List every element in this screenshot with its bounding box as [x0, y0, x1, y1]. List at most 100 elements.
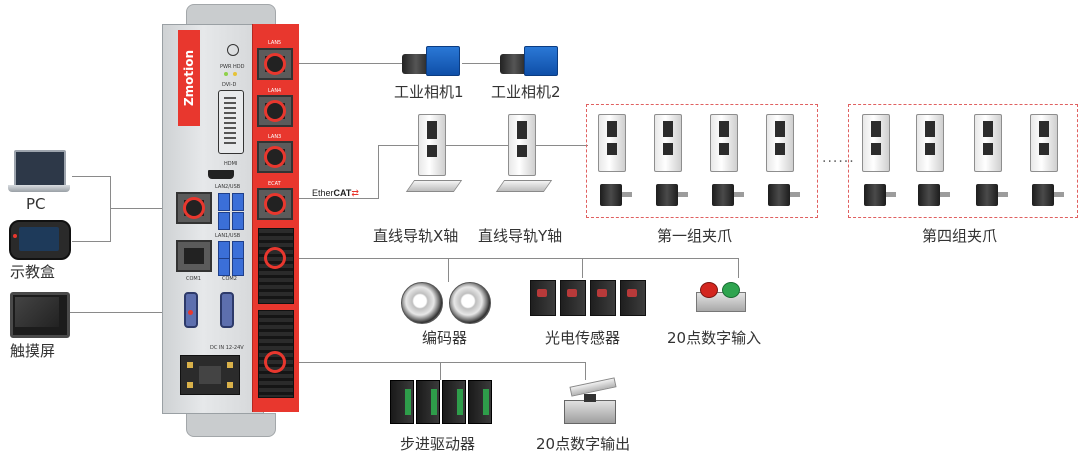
encoder-label: 编码器 [422, 329, 468, 347]
photo-sensor-label: 光电传感器 [545, 329, 621, 347]
usb-port-4 [232, 212, 244, 230]
group4-drive-3 [974, 114, 1002, 172]
group4-drive-4 [1030, 114, 1058, 172]
group1-drive-4 [766, 114, 794, 172]
encoder-icon-1 [401, 282, 443, 324]
com2-port [220, 292, 234, 328]
line-io1 [296, 258, 739, 259]
photo-sensor-icon-1 [530, 280, 556, 316]
power-terminal [180, 355, 240, 395]
ecat-highlight-ring [264, 193, 286, 215]
photo-sensor-icon-3 [590, 280, 616, 316]
lan4-text: LAN4 [268, 88, 282, 94]
group4-drive-2 [916, 114, 944, 172]
group1-motor-4 [768, 182, 802, 208]
usb-port-8 [232, 258, 244, 276]
line-left-to-lan2 [110, 208, 182, 209]
line-lan5-cameras [282, 63, 404, 64]
stepper-drive-icon-1 [390, 380, 414, 424]
com1-text: COM1 [186, 276, 201, 282]
io1-highlight-ring [264, 247, 286, 269]
group1-drive-1 [598, 114, 626, 172]
lan2usb-text: LAN2/USB [215, 184, 241, 190]
camera1-label: 工业相机1 [394, 83, 464, 101]
group1-drive-2 [654, 114, 682, 172]
encoder-icon-2 [449, 282, 491, 324]
usb-port-7 [218, 258, 230, 276]
line-left-vertical [110, 176, 111, 242]
bottom-mount-bracket [186, 413, 276, 437]
pwr-led [224, 72, 228, 76]
hdmi-text: HDMI [224, 161, 238, 167]
lan5-text: LAN5 [268, 40, 282, 46]
line-io2 [296, 362, 586, 363]
teach-pendant-icon [9, 220, 71, 260]
stepper-drive-icon-4 [468, 380, 492, 424]
lan1usb-text: LAN1/USB [215, 233, 241, 239]
digital-output-label: 20点数字输出 [536, 435, 631, 453]
group1-label: 第一组夹爪 [657, 227, 733, 245]
industrial-camera-1-icon [402, 42, 462, 78]
usb-port-1 [218, 193, 230, 211]
line-io1-sensor [582, 258, 583, 278]
group4-drive-1 [862, 114, 890, 172]
hdd-led [233, 72, 237, 76]
group4-motor-4 [1032, 182, 1066, 208]
gripper-group-1-box [586, 104, 818, 218]
group4-label: 第四组夹爪 [922, 227, 998, 245]
stepper-drive-icon-2 [416, 380, 440, 424]
industrial-camera-2-icon [500, 42, 560, 78]
lan1-port [176, 240, 212, 272]
lan5-highlight-ring [264, 53, 286, 75]
group1-drive-3 [710, 114, 738, 172]
ethercat-logo: EtherCAT⇄ [312, 188, 359, 198]
photo-sensor-icon-4 [620, 280, 646, 316]
line-ecat-2 [378, 145, 379, 199]
line-io1-button [738, 258, 739, 278]
line-ecat-bus [378, 145, 588, 146]
power-button-icon [227, 44, 239, 56]
photo-sensor-icon-2 [560, 280, 586, 316]
dcin-text: DC IN 12-24V [210, 345, 244, 351]
line-touchscreen [66, 312, 190, 313]
pwr-hdd-text: PWR HDD [220, 64, 245, 70]
line-pc [72, 176, 110, 177]
push-button-icon [694, 278, 746, 318]
lan4-highlight-ring [264, 100, 286, 122]
group1-motor-2 [656, 182, 690, 208]
dvi-text: DVI-D [222, 82, 237, 88]
rail-y-label: 直线导轨Y轴 [478, 227, 563, 245]
ellipsis: ...... [822, 150, 855, 166]
pc-label: PC [26, 195, 46, 213]
group4-motor-1 [864, 182, 898, 208]
line-io2-stepper [440, 362, 441, 380]
digital-input-label: 20点数字输入 [667, 329, 762, 347]
pc-laptop-icon [8, 150, 70, 194]
usb-port-6 [232, 241, 244, 259]
usb-port-3 [218, 212, 230, 230]
line-io2-valve [585, 362, 586, 380]
line-cam1-cam2 [462, 63, 504, 64]
usb-port-5 [218, 241, 230, 259]
group4-motor-2 [918, 182, 952, 208]
group4-motor-3 [976, 182, 1010, 208]
touchscreen-label: 触摸屏 [10, 342, 56, 360]
camera2-label: 工业相机2 [491, 83, 561, 101]
line-ecat-1 [282, 198, 378, 199]
stepper-drive-label: 步进驱动器 [400, 435, 476, 453]
lan3-text: LAN3 [268, 134, 282, 140]
line-pendant [72, 241, 110, 242]
io2-highlight-ring [264, 351, 286, 373]
linear-rail-x-icon [405, 180, 463, 192]
linear-rail-y-icon [495, 180, 553, 192]
group1-motor-1 [600, 182, 634, 208]
servo-drive-rail-y-icon [508, 114, 536, 176]
valve-cylinder-icon [560, 377, 620, 426]
group1-motor-3 [712, 182, 746, 208]
stepper-drive-icon-3 [442, 380, 466, 424]
lan3-highlight-ring [264, 146, 286, 168]
servo-drive-rail-x-icon [418, 114, 446, 176]
brand-logo: Zmotion [178, 30, 200, 126]
usb-port-2 [232, 193, 244, 211]
gripper-group-4-box [848, 104, 1078, 218]
